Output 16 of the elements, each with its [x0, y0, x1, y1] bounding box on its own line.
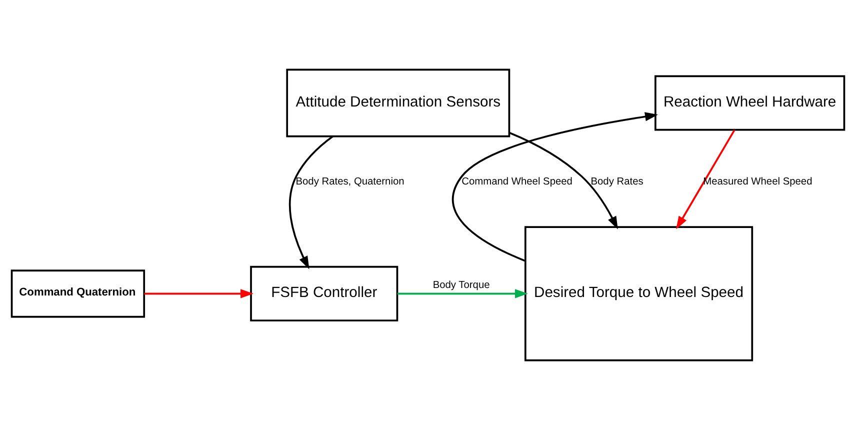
arrow: [398, 288, 528, 298]
edge-label: Body Rates, Quaternion: [296, 176, 404, 187]
node-box: Desired Torque to Wheel Speed: [524, 226, 754, 361]
edge-label: Measured Wheel Speed: [703, 176, 812, 187]
node-box: Command Quaternion: [10, 269, 146, 318]
arrow: [144, 288, 254, 298]
edge-label: Body Rates: [590, 176, 644, 187]
arrow: [288, 135, 334, 269]
edge-label: Body Torque: [432, 279, 490, 290]
arrow: [452, 112, 658, 262]
edge-label: Command Wheel Speed: [462, 176, 572, 187]
node-box: Reaction Wheel Hardware: [654, 74, 846, 130]
node-box: Attitude Determination Sensors: [286, 68, 510, 137]
node-box: FSFB Controller: [250, 265, 398, 321]
arrow: [509, 131, 618, 229]
arrow: [676, 129, 736, 229]
